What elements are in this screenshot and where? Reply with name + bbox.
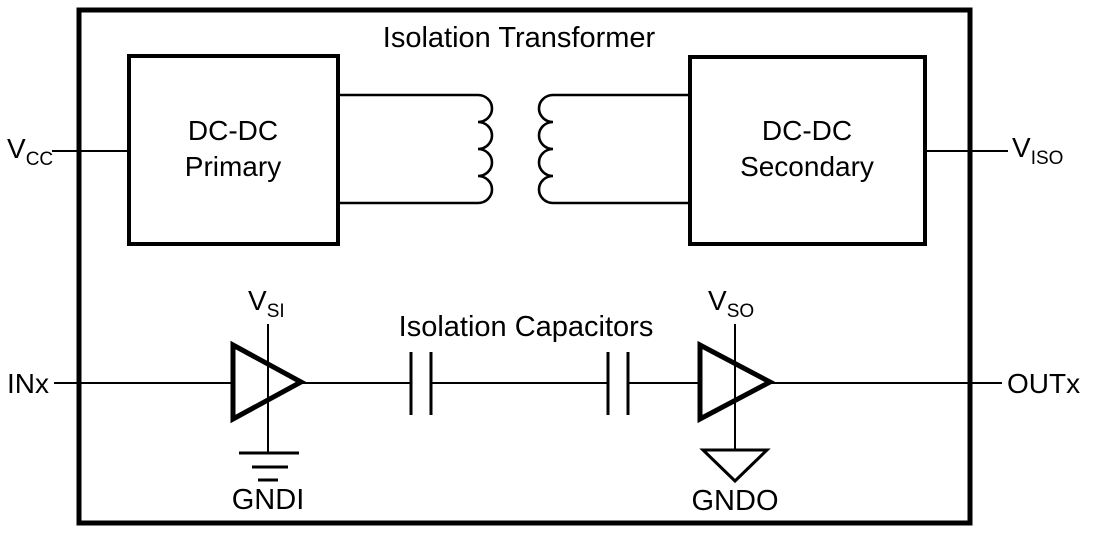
vso-pin-label: VSO xyxy=(708,285,754,322)
vso-subscript: SO xyxy=(727,301,754,322)
isolation-capacitor-2 xyxy=(606,352,630,415)
isolation-capacitors-label: Isolation Capacitors xyxy=(399,311,654,343)
transformer-primary-winding xyxy=(338,93,494,205)
gndi-label: GNDI xyxy=(232,484,305,516)
vcc-subscript: CC xyxy=(26,149,53,170)
viso-main: V xyxy=(1012,132,1031,163)
vcc-main: V xyxy=(7,133,26,164)
viso-pin-label: VISO xyxy=(1012,132,1063,169)
vsi-pin-label: VSI xyxy=(248,285,285,322)
isolation-capacitor-1 xyxy=(409,352,433,415)
dc-dc-primary-block xyxy=(127,54,340,246)
vsi-subscript: SI xyxy=(267,301,285,322)
vcc-pin-label: VCC xyxy=(7,133,53,170)
transformer-secondary-winding xyxy=(537,93,692,205)
viso-subscript: ISO xyxy=(1031,148,1064,169)
gndo-label: GNDO xyxy=(692,485,779,517)
vso-main: V xyxy=(708,285,727,316)
primary-block-label-line2: Primary xyxy=(185,151,281,182)
secondary-block-label-line2: Secondary xyxy=(740,151,874,182)
dc-dc-secondary-block xyxy=(688,55,927,246)
primary-block-label-line1: DC-DC xyxy=(188,115,278,146)
output-pin-label: OUTx xyxy=(1007,368,1080,399)
vsi-main: V xyxy=(248,285,267,316)
gndo-triangle-ground-symbol xyxy=(699,448,771,484)
diagram-title: Isolation Transformer xyxy=(383,22,656,54)
device-boundary xyxy=(76,7,973,526)
secondary-block-label-line1: DC-DC xyxy=(762,115,852,146)
input-pin-label: INx xyxy=(7,368,49,399)
gndi-earth-ground-symbol xyxy=(239,451,299,482)
